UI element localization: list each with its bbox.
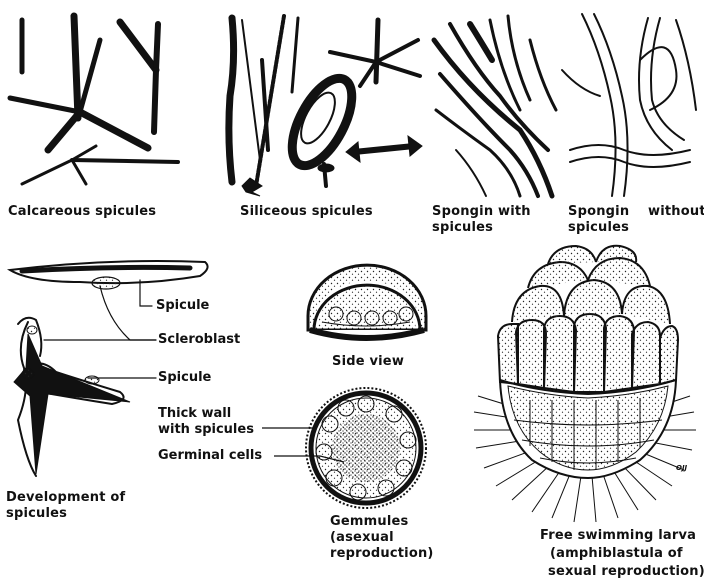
larva-label-line1: Free swimming larva	[540, 528, 696, 544]
development-drawing	[10, 261, 208, 476]
larva-drawing	[474, 246, 696, 522]
gemmule-side-view-drawing	[308, 265, 426, 338]
larva-label-line2: (amphiblastula of	[550, 546, 683, 562]
development-label-line2: spicules	[6, 506, 67, 522]
larva-flagellated-cells	[498, 246, 678, 392]
calcareous-spicules-label: Calcareous spicules	[8, 204, 156, 220]
gemmules-label-line3: reproduction)	[330, 546, 434, 562]
germinal-cells-label: Germinal cells	[158, 448, 262, 464]
scleroblast-label: Scleroblast	[158, 332, 240, 348]
spongin-without-spicules-drawing	[562, 14, 696, 196]
side-view-label: Side view	[332, 354, 404, 370]
gemmules-label-line1: Gemmules	[330, 514, 408, 530]
calcareous-spicules-drawing	[10, 16, 178, 184]
spicule-label-top: Spicule	[156, 298, 209, 314]
spicule-label-bottom: Spicule	[158, 370, 211, 386]
siliceous-spicules-drawing	[229, 16, 422, 196]
spongin-without-spicules-label-line1: Spongin without	[568, 204, 704, 220]
thick-wall-label-line2: with spicules	[158, 422, 254, 438]
gemmules-label-line2: (asexual	[330, 530, 394, 546]
thick-wall-label-line1: Thick wall	[158, 406, 231, 422]
gemmule-section-drawing	[262, 388, 426, 508]
development-label-line1: Development of	[6, 490, 125, 506]
spongin-with-spicules-label-line1: Spongin with	[432, 204, 531, 220]
larva-label-line3: sexual reproduction)	[548, 564, 704, 580]
spongin-with-spicules-label-line2: spicules	[432, 220, 493, 236]
spongin-without-spicules-label-line2: spicules	[568, 220, 629, 236]
siliceous-spicules-label: Siliceous spicules	[240, 204, 373, 220]
artist-signature: OJJ	[676, 464, 687, 472]
spongin-with-spicules-drawing	[434, 16, 556, 196]
